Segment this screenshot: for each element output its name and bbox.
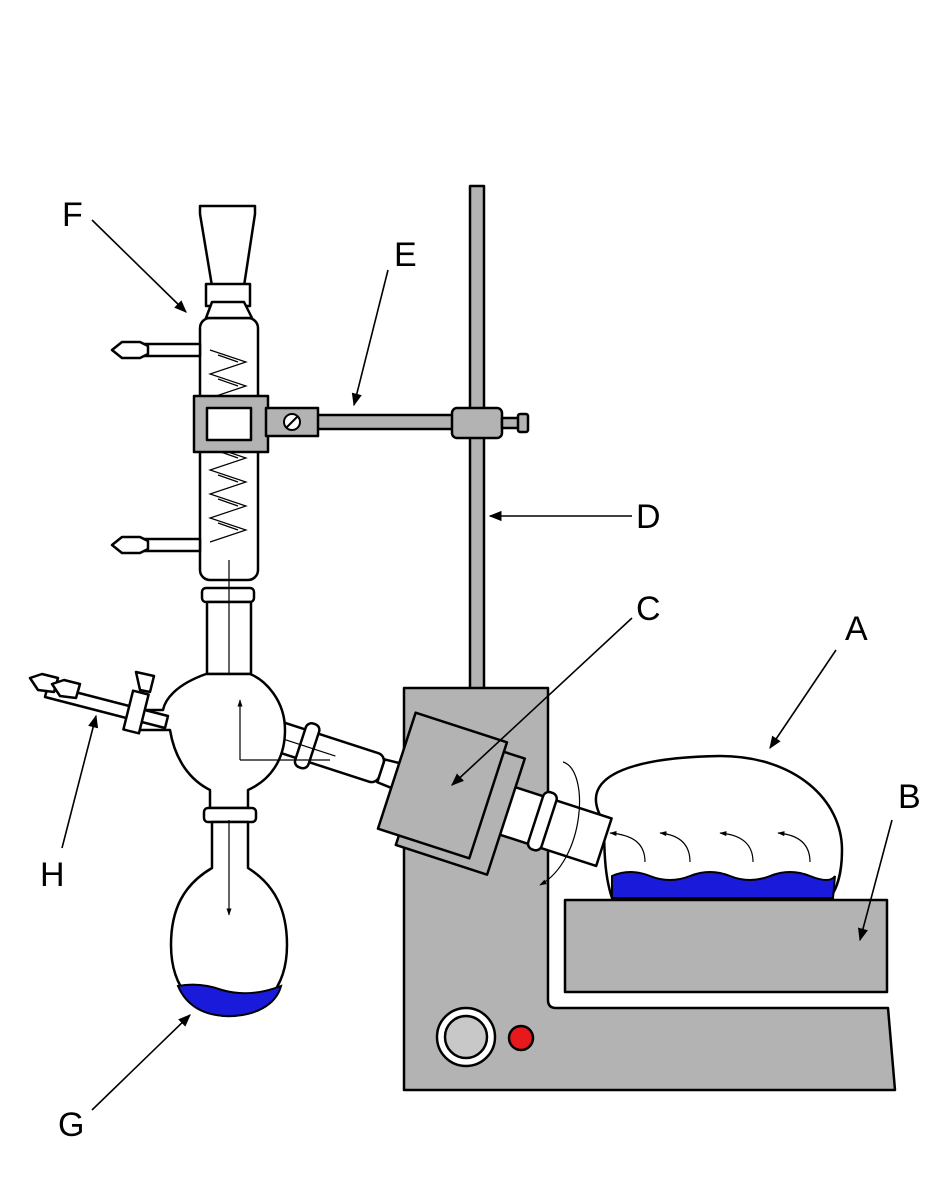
label-H-group: H bbox=[40, 714, 99, 894]
label-F: F bbox=[62, 196, 83, 234]
indicator-light bbox=[507, 1024, 535, 1052]
label-G: G bbox=[58, 1106, 84, 1144]
receiving-flask-liquid bbox=[176, 983, 283, 1018]
clamp bbox=[192, 394, 530, 454]
vacuum-inlet bbox=[28, 670, 170, 735]
label-F-group: F bbox=[62, 196, 187, 313]
label-H: H bbox=[40, 856, 65, 894]
label-E: E bbox=[394, 236, 417, 274]
label-G-group: G bbox=[58, 1014, 191, 1144]
label-B-group: B bbox=[858, 778, 921, 942]
rotation-motor-unit bbox=[376, 711, 527, 876]
label-D: D bbox=[636, 498, 661, 536]
label-D-group: D bbox=[488, 498, 661, 536]
label-A-group: A bbox=[769, 610, 868, 750]
evaporation-flask bbox=[594, 754, 844, 900]
label-E-group: E bbox=[351, 236, 417, 407]
flask-liquid bbox=[611, 871, 836, 899]
coolant-outlet bbox=[110, 535, 202, 555]
receiving-flask bbox=[169, 806, 289, 1018]
label-B: B bbox=[898, 778, 921, 816]
label-C: C bbox=[636, 590, 661, 628]
coolant-inlet bbox=[110, 340, 202, 360]
label-C-group: C bbox=[451, 590, 661, 786]
heating-bath bbox=[563, 898, 889, 994]
rotation-arrow bbox=[539, 761, 581, 886]
label-A: A bbox=[845, 610, 868, 648]
control-knob bbox=[435, 1006, 497, 1068]
motor-housing bbox=[402, 686, 897, 1092]
